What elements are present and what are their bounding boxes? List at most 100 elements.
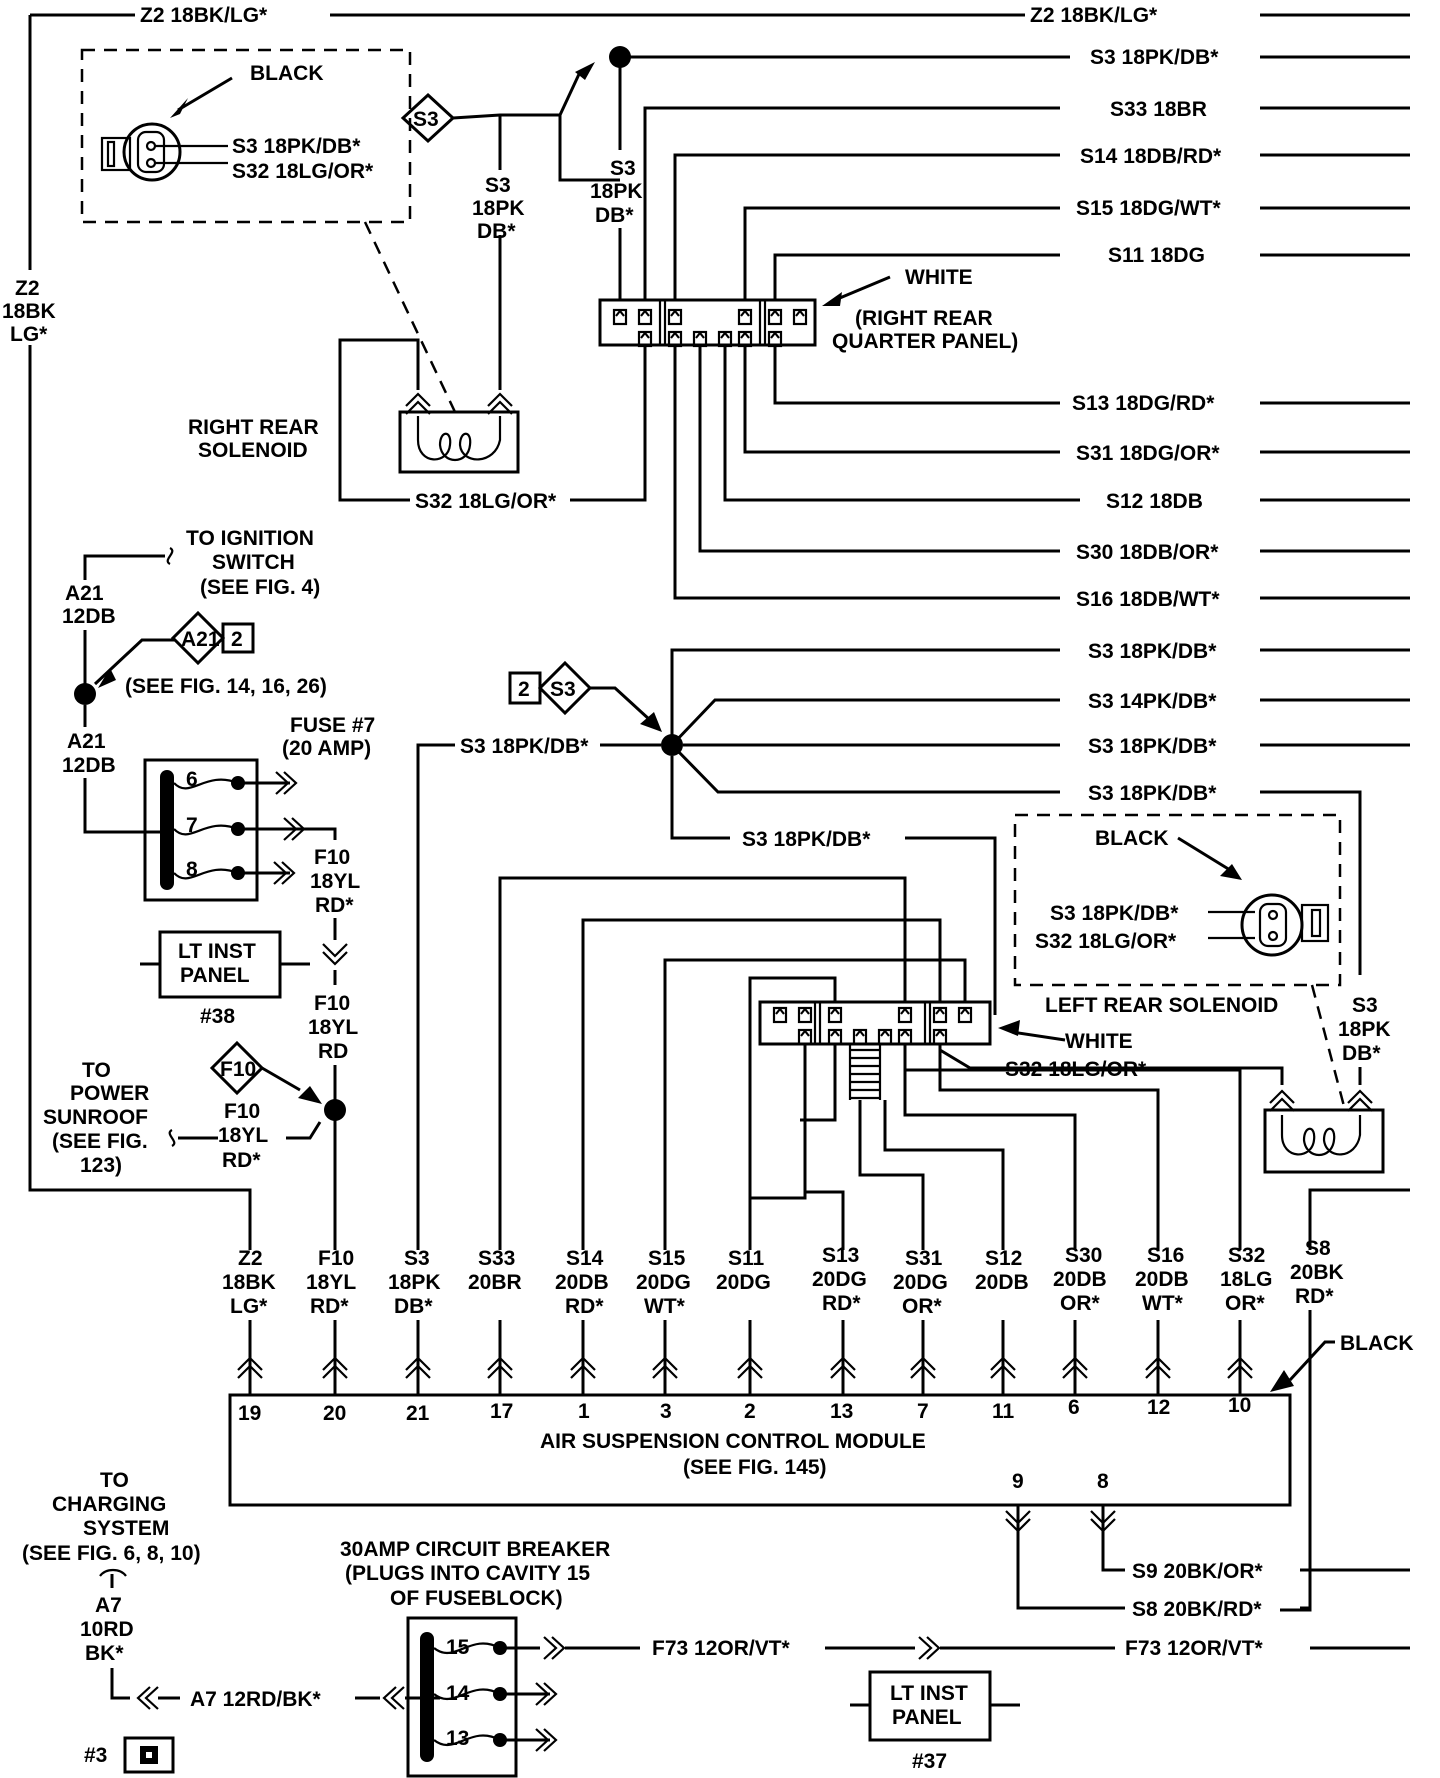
svg-text:RD*: RD* xyxy=(565,1295,604,1318)
left-rear-connector-box xyxy=(1013,813,1342,987)
a7-label: A7 12RD/BK* xyxy=(190,1688,322,1711)
svg-text:WT*: WT* xyxy=(644,1295,686,1318)
svg-text:QUARTER PANEL): QUARTER PANEL) xyxy=(832,330,1018,353)
svg-text:A21: A21 xyxy=(181,628,220,651)
svg-text:RD*: RD* xyxy=(822,1292,861,1315)
right-wire-9-label: S16 18DB/WT* xyxy=(1076,588,1220,611)
svg-text:S15: S15 xyxy=(648,1247,686,1270)
svg-text:(20 AMP): (20 AMP) xyxy=(282,737,371,760)
svg-text:OR*: OR* xyxy=(1060,1292,1101,1315)
svg-text:FUSE #7: FUSE #7 xyxy=(290,714,375,737)
right-rear-solenoid xyxy=(398,410,520,474)
svg-text:20DB: 20DB xyxy=(975,1271,1029,1294)
svg-text:S12: S12 xyxy=(985,1247,1022,1270)
z2-left-vertical-label: Z2 18BK LG* xyxy=(2,277,56,346)
a21-splice-diamond: A21 2 xyxy=(170,610,255,666)
a7-vert-label: A7 10RD BK* xyxy=(80,1594,134,1665)
right-wire-7-label: S12 18DB xyxy=(1106,490,1203,513)
svg-text:2: 2 xyxy=(518,678,530,701)
right-rear-pin1-label: S3 18PK/DB* xyxy=(232,135,361,158)
svg-text:18PK: 18PK xyxy=(472,197,525,220)
svg-text:PANEL: PANEL xyxy=(180,964,250,987)
right-wire-1-label: S33 18BR xyxy=(1110,98,1207,121)
module-title: AIR SUSPENSION CONTROL MODULE xyxy=(540,1430,926,1453)
svg-text:20DG: 20DG xyxy=(716,1271,771,1294)
lt-inst-panel-38-label: LT INST PANEL xyxy=(178,940,256,987)
svg-text:LT INST: LT INST xyxy=(178,940,256,963)
svg-text:CHARGING: CHARGING xyxy=(52,1493,166,1516)
svg-text:A21: A21 xyxy=(67,730,106,753)
svg-text:(RIGHT REAR: (RIGHT REAR xyxy=(855,307,993,330)
lt-inst-panel-38-id: #38 xyxy=(200,1005,235,1028)
svg-text:10RD: 10RD xyxy=(80,1618,134,1641)
svg-text:123): 123) xyxy=(80,1154,122,1177)
svg-text:17: 17 xyxy=(490,1400,513,1423)
svg-text:F10: F10 xyxy=(224,1100,260,1123)
svg-text:BK*: BK* xyxy=(85,1642,124,1665)
right-wire-0-label: S3 18PK/DB* xyxy=(1090,46,1219,69)
svg-text:21: 21 xyxy=(406,1402,430,1425)
svg-text:SYSTEM: SYSTEM xyxy=(83,1517,169,1540)
svg-text:9: 9 xyxy=(1012,1470,1024,1493)
svg-text:LG*: LG* xyxy=(10,323,48,346)
svg-text:OF FUSEBLOCK): OF FUSEBLOCK) xyxy=(390,1587,563,1610)
svg-text:18LG: 18LG xyxy=(1220,1268,1273,1291)
air-suspension-control-module xyxy=(228,1393,1292,1507)
right-rear-pin2-label: S32 18LG/OR* xyxy=(232,160,374,183)
svg-text:RD*: RD* xyxy=(315,894,354,917)
svg-text:6: 6 xyxy=(186,768,198,791)
svg-text:30AMP CIRCUIT BREAKER: 30AMP CIRCUIT BREAKER xyxy=(340,1538,610,1561)
svg-text:RD: RD xyxy=(318,1040,348,1063)
svg-text:18YL: 18YL xyxy=(218,1124,268,1147)
charging-label: TO CHARGING SYSTEM (SEE FIG. 6, 8, 10) xyxy=(22,1469,201,1565)
svg-text:TO: TO xyxy=(100,1469,129,1492)
f73-a-label: F73 12OR/VT* xyxy=(652,1637,791,1660)
svg-text:12DB: 12DB xyxy=(62,605,116,628)
svg-text:2: 2 xyxy=(744,1400,756,1423)
white-conn-label: WHITE xyxy=(905,266,973,289)
svg-text:SWITCH: SWITCH xyxy=(212,551,295,574)
svg-text:Z2: Z2 xyxy=(238,1247,263,1270)
svg-text:20DB: 20DB xyxy=(555,1271,609,1294)
svg-text:TO IGNITION: TO IGNITION xyxy=(186,527,314,550)
svg-text:S13: S13 xyxy=(822,1244,859,1267)
right-wire-lower-0-label: S3 18PK/DB* xyxy=(1088,640,1217,663)
right-wire-2-label: S14 18DB/RD* xyxy=(1080,145,1222,168)
s3-splice-diamond-top: S3 xyxy=(400,92,456,144)
svg-text:LG*: LG* xyxy=(230,1295,268,1318)
module-bottom-pins: 9 8 xyxy=(1012,1470,1109,1493)
ignition-label: TO IGNITION SWITCH (SEE FIG. 4) xyxy=(186,527,320,599)
f10-b-label: F10 18YL RD xyxy=(308,992,358,1063)
svg-text:F10: F10 xyxy=(318,1247,354,1270)
svg-text:S31: S31 xyxy=(905,1247,943,1270)
svg-text:S3: S3 xyxy=(550,678,576,701)
svg-text:F10: F10 xyxy=(314,846,350,869)
right-wire-lower-1-label: S3 14PK/DB* xyxy=(1088,690,1217,713)
svg-text:7: 7 xyxy=(186,814,198,837)
lt-inst-panel-37-id: #37 xyxy=(912,1750,947,1773)
right-rear-solenoid-label: RIGHT REAR SOLENOID xyxy=(188,416,319,462)
a21-upper-label: A21 12DB xyxy=(62,582,116,628)
svg-text:1: 1 xyxy=(578,1400,590,1423)
svg-text:OR*: OR* xyxy=(1225,1292,1266,1315)
z2-top-left-label: Z2 18BK/LG* xyxy=(140,4,268,27)
svg-text:20BK: 20BK xyxy=(1290,1261,1344,1284)
power-sunroof-label: TO POWER SUNROOF (SEE FIG. 123) xyxy=(43,1059,149,1177)
svg-text:18PK: 18PK xyxy=(1338,1018,1391,1041)
lt-inst-panel-37-label: LT INST PANEL xyxy=(890,1682,968,1729)
svg-text:7: 7 xyxy=(917,1400,929,1423)
see-figs-label: (SEE FIG. 14, 16, 26) xyxy=(125,675,327,698)
f73-b-label: F73 12OR/VT* xyxy=(1125,1637,1264,1660)
svg-text:F10: F10 xyxy=(220,1058,256,1081)
module-pin-connectors xyxy=(236,1320,1254,1395)
svg-text:3: 3 xyxy=(660,1400,672,1423)
